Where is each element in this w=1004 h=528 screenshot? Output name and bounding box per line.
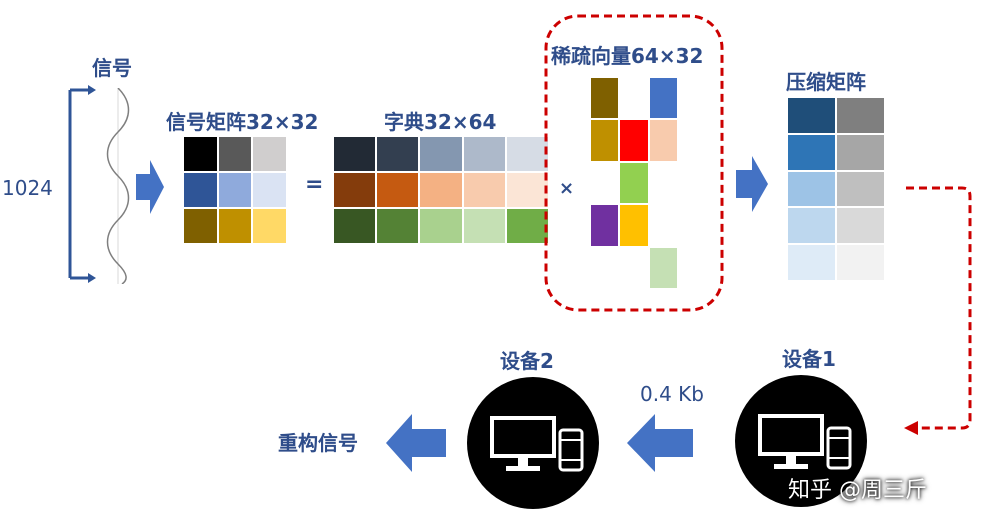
dictionary-cell	[506, 173, 548, 207]
compressed-matrix-cell	[837, 98, 884, 133]
signal-matrix-label: 信号矩阵32×32	[166, 110, 319, 134]
dictionary-cell	[377, 173, 419, 207]
dictionary-cell	[463, 137, 505, 171]
compressed-matrix-grid	[788, 98, 884, 280]
signal-matrix-cell	[218, 209, 252, 243]
sparse-vector-grid	[591, 78, 677, 288]
compressed-matrix-cell	[788, 171, 835, 207]
dictionary-label: 字典32×64	[384, 110, 497, 134]
compressed-matrix-cell	[837, 208, 884, 244]
phone-icon	[558, 428, 584, 472]
signal-matrix-cell	[253, 173, 286, 207]
sparse-vector-cell	[620, 120, 648, 161]
device1-label: 设备1	[782, 347, 836, 371]
sparse-vector-cell	[591, 248, 618, 288]
sparse-vector-cell	[591, 163, 618, 203]
left-arrow-icon	[627, 414, 693, 472]
right-arrow-icon	[136, 160, 164, 214]
bracket-arrow-icon	[68, 85, 96, 283]
watermark-text: 知乎 @周三斤	[788, 478, 927, 503]
sparse-vector-cell	[591, 205, 619, 246]
dictionary-cell	[420, 137, 462, 171]
signal-matrix-cell	[253, 137, 286, 171]
dictionary-cell	[334, 173, 376, 207]
signal-length-label: 1024	[2, 176, 53, 200]
dictionary-cell	[506, 137, 548, 171]
bandwidth-label: 0.4 Kb	[640, 382, 704, 406]
dictionary-cell	[334, 209, 376, 243]
sparse-vector-cell	[620, 248, 647, 288]
sparse-vector-cell	[591, 120, 619, 161]
dictionary-cell	[463, 209, 505, 243]
phone-icon	[826, 426, 852, 470]
sparse-vector-label: 稀疏向量64×32	[551, 44, 704, 68]
sparse-vector-highlight	[544, 14, 724, 312]
device1-circle	[735, 375, 867, 507]
dictionary-grid	[334, 137, 548, 243]
sparse-vector-cell	[591, 78, 619, 119]
compressed-matrix-cell	[837, 245, 884, 280]
signal-label: 信号	[92, 56, 132, 80]
signal-matrix-grid	[184, 137, 286, 243]
dictionary-cell	[506, 209, 548, 243]
right-arrow-icon	[736, 156, 768, 212]
sparse-vector-cell	[620, 162, 648, 204]
sparse-vector-cell	[620, 78, 647, 118]
compressed-matrix-cell	[788, 134, 835, 170]
signal-matrix-cell	[184, 137, 217, 171]
dictionary-cell	[420, 173, 462, 207]
dictionary-cell	[377, 209, 419, 243]
sine-wave-icon	[106, 88, 130, 284]
reconstruct-label: 重构信号	[278, 431, 358, 455]
dashed-arrow-icon	[904, 186, 972, 435]
dictionary-cell	[420, 209, 462, 243]
sparse-vector-cell	[649, 78, 677, 119]
compressed-matrix-cell	[788, 98, 835, 133]
left-arrow-icon	[386, 414, 446, 472]
signal-matrix-cell	[184, 209, 217, 243]
device2-label: 设备2	[500, 349, 554, 373]
sparse-vector-cell	[620, 205, 648, 246]
dictionary-cell	[334, 137, 376, 171]
equals-sign: =	[305, 172, 324, 197]
compressed-matrix-cell	[788, 208, 835, 244]
signal-matrix-cell	[253, 209, 286, 243]
compressed-matrix-cell	[788, 245, 835, 280]
device2-circle	[467, 377, 599, 509]
compressed-matrix-label: 压缩矩阵	[786, 70, 866, 94]
sparse-vector-cell	[649, 120, 677, 161]
compressed-matrix-cell	[837, 134, 884, 170]
computer-icon	[758, 414, 824, 469]
compressed-matrix-cell	[837, 171, 884, 207]
sparse-vector-cell	[650, 205, 677, 245]
sparse-vector-cell	[649, 247, 677, 288]
dictionary-cell	[463, 173, 505, 207]
signal-matrix-cell	[218, 173, 252, 207]
times-sign: ×	[559, 178, 575, 199]
signal-matrix-cell	[218, 137, 252, 171]
dictionary-cell	[377, 137, 419, 171]
signal-matrix-cell	[184, 173, 217, 207]
computer-icon	[490, 416, 556, 471]
sparse-vector-cell	[650, 163, 677, 203]
